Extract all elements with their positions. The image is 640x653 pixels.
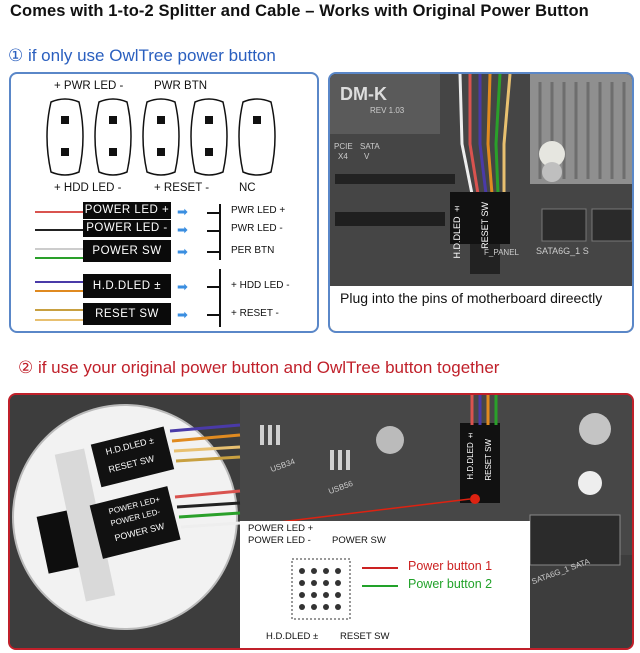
combined-setup-panel: H.D.DLED ± RESET SW POWER LED+ POWER LED… [8, 393, 634, 650]
connector-power-led-minus: POWER LED - [83, 220, 171, 237]
board-model-mark: DM-K [340, 84, 387, 104]
legend-line-2 [362, 585, 398, 587]
arrow-icon: ➡ [177, 222, 188, 237]
pin-tick [207, 286, 219, 288]
nc-label: NC [239, 182, 256, 194]
photo-connector-reset-sw: RESET SW [480, 202, 490, 249]
pin-tick [207, 251, 219, 253]
pin-tick [207, 314, 219, 316]
inset-hd-led-label: H.D.DLED ± [266, 631, 319, 642]
wire-power-led-minus [35, 229, 83, 231]
inset-power-led-plus-label: POWER LED + [248, 523, 314, 534]
photo-connector-hdd-led: H.D.DLED ± [452, 204, 462, 259]
pin [61, 148, 69, 156]
wiring-inset: POWER LED + POWER LED - POWER SW Power b… [240, 521, 530, 648]
pin-pair-outline [190, 98, 228, 176]
reset-label: + RESET - [154, 182, 210, 194]
wire-reset-b [35, 319, 83, 321]
pin-pair-outline [46, 98, 84, 176]
wire-hdd-led-a [35, 281, 83, 283]
pin-pair-outline [94, 98, 132, 176]
pin-pair-outline [142, 98, 180, 176]
pin-pair-outline [238, 98, 276, 176]
pin [157, 116, 165, 124]
pin-tick [207, 212, 219, 214]
connector-power-sw: POWER SW [83, 240, 171, 262]
pin-tick [207, 230, 219, 232]
legend-line-1 [362, 567, 398, 569]
section1-heading: ① if only use OwlTree power button [8, 46, 276, 65]
board-x4-mark: X4 [338, 152, 348, 161]
pwr-led-label: + PWR LED - [54, 80, 124, 92]
legend-power-button-1: Power button 1 [408, 559, 493, 573]
connector-hdd-led: H.D.DLED ± [83, 274, 171, 298]
board-fpanel-mark: F_PANEL [484, 248, 519, 257]
pin-label-pwr-led-plus: PWR LED + [231, 205, 286, 216]
arrow-icon: ➡ [177, 204, 188, 219]
pin-bracket [219, 204, 221, 260]
pin [157, 148, 165, 156]
arrow-icon: ➡ [177, 307, 188, 322]
header-pins-diagram [46, 98, 276, 176]
pinout-panel: + PWR LED - PWR BTN + HDD LED - + RESET … [9, 72, 319, 333]
pin [61, 116, 69, 124]
hdd-led-label: + HDD LED - [54, 182, 122, 194]
wire-hdd-led-b [35, 290, 83, 292]
arrow-icon: ➡ [177, 279, 188, 294]
pin-label-hdd-led: + HDD LED - [231, 280, 290, 291]
board-connector-reset-sw: RESET SW [484, 439, 493, 481]
inset-power-sw-label: POWER SW [332, 535, 386, 546]
pin [109, 148, 117, 156]
pin [205, 148, 213, 156]
inset-reset-sw-label: RESET SW [340, 631, 390, 642]
wire-reset-a [35, 309, 83, 311]
wire-power-sw-a [35, 248, 83, 250]
arrow-icon: ➡ [177, 244, 188, 259]
inset-pin-header [291, 558, 351, 620]
connector-reset-sw: RESET SW [83, 303, 171, 325]
pin [253, 116, 261, 124]
page-title: Comes with 1-to-2 Splitter and Cable – W… [10, 2, 589, 20]
photo-caption: Plug into the pins of motherboard direec… [330, 286, 632, 331]
board-sata-port-mark: SATA6G_1 S [536, 246, 589, 256]
connector-power-led-plus: POWER LED + [83, 202, 171, 219]
board-v-mark: V [364, 152, 370, 161]
wire-power-led-plus [35, 211, 83, 213]
inset-power-led-minus-label: POWER LED - [248, 535, 311, 546]
board-rev-mark: REV 1.03 [370, 106, 405, 115]
legend-power-button-2: Power button 2 [408, 577, 493, 591]
pin [205, 116, 213, 124]
board-connector-hdd-led: H.D.DLED ± [466, 431, 475, 480]
wire-power-sw-b [35, 257, 83, 259]
section2-heading: ② if use your original power button and … [18, 358, 500, 377]
board-sata-mark: SATA [360, 142, 380, 151]
pin-label-pwr-led-minus: PWR LED - [231, 223, 283, 234]
pin-label-pwr-btn: PER BTN [231, 245, 275, 256]
motherboard-photo-panel: DM-K REV 1.03 PCIE SATA X4 V F_PANEL SAT… [328, 72, 634, 333]
pwr-btn-label: PWR BTN [154, 80, 208, 92]
pin [109, 116, 117, 124]
board-pcie-mark: PCIE [334, 142, 353, 151]
pin-bracket [219, 269, 221, 327]
pin-label-reset: + RESET - [231, 308, 279, 319]
